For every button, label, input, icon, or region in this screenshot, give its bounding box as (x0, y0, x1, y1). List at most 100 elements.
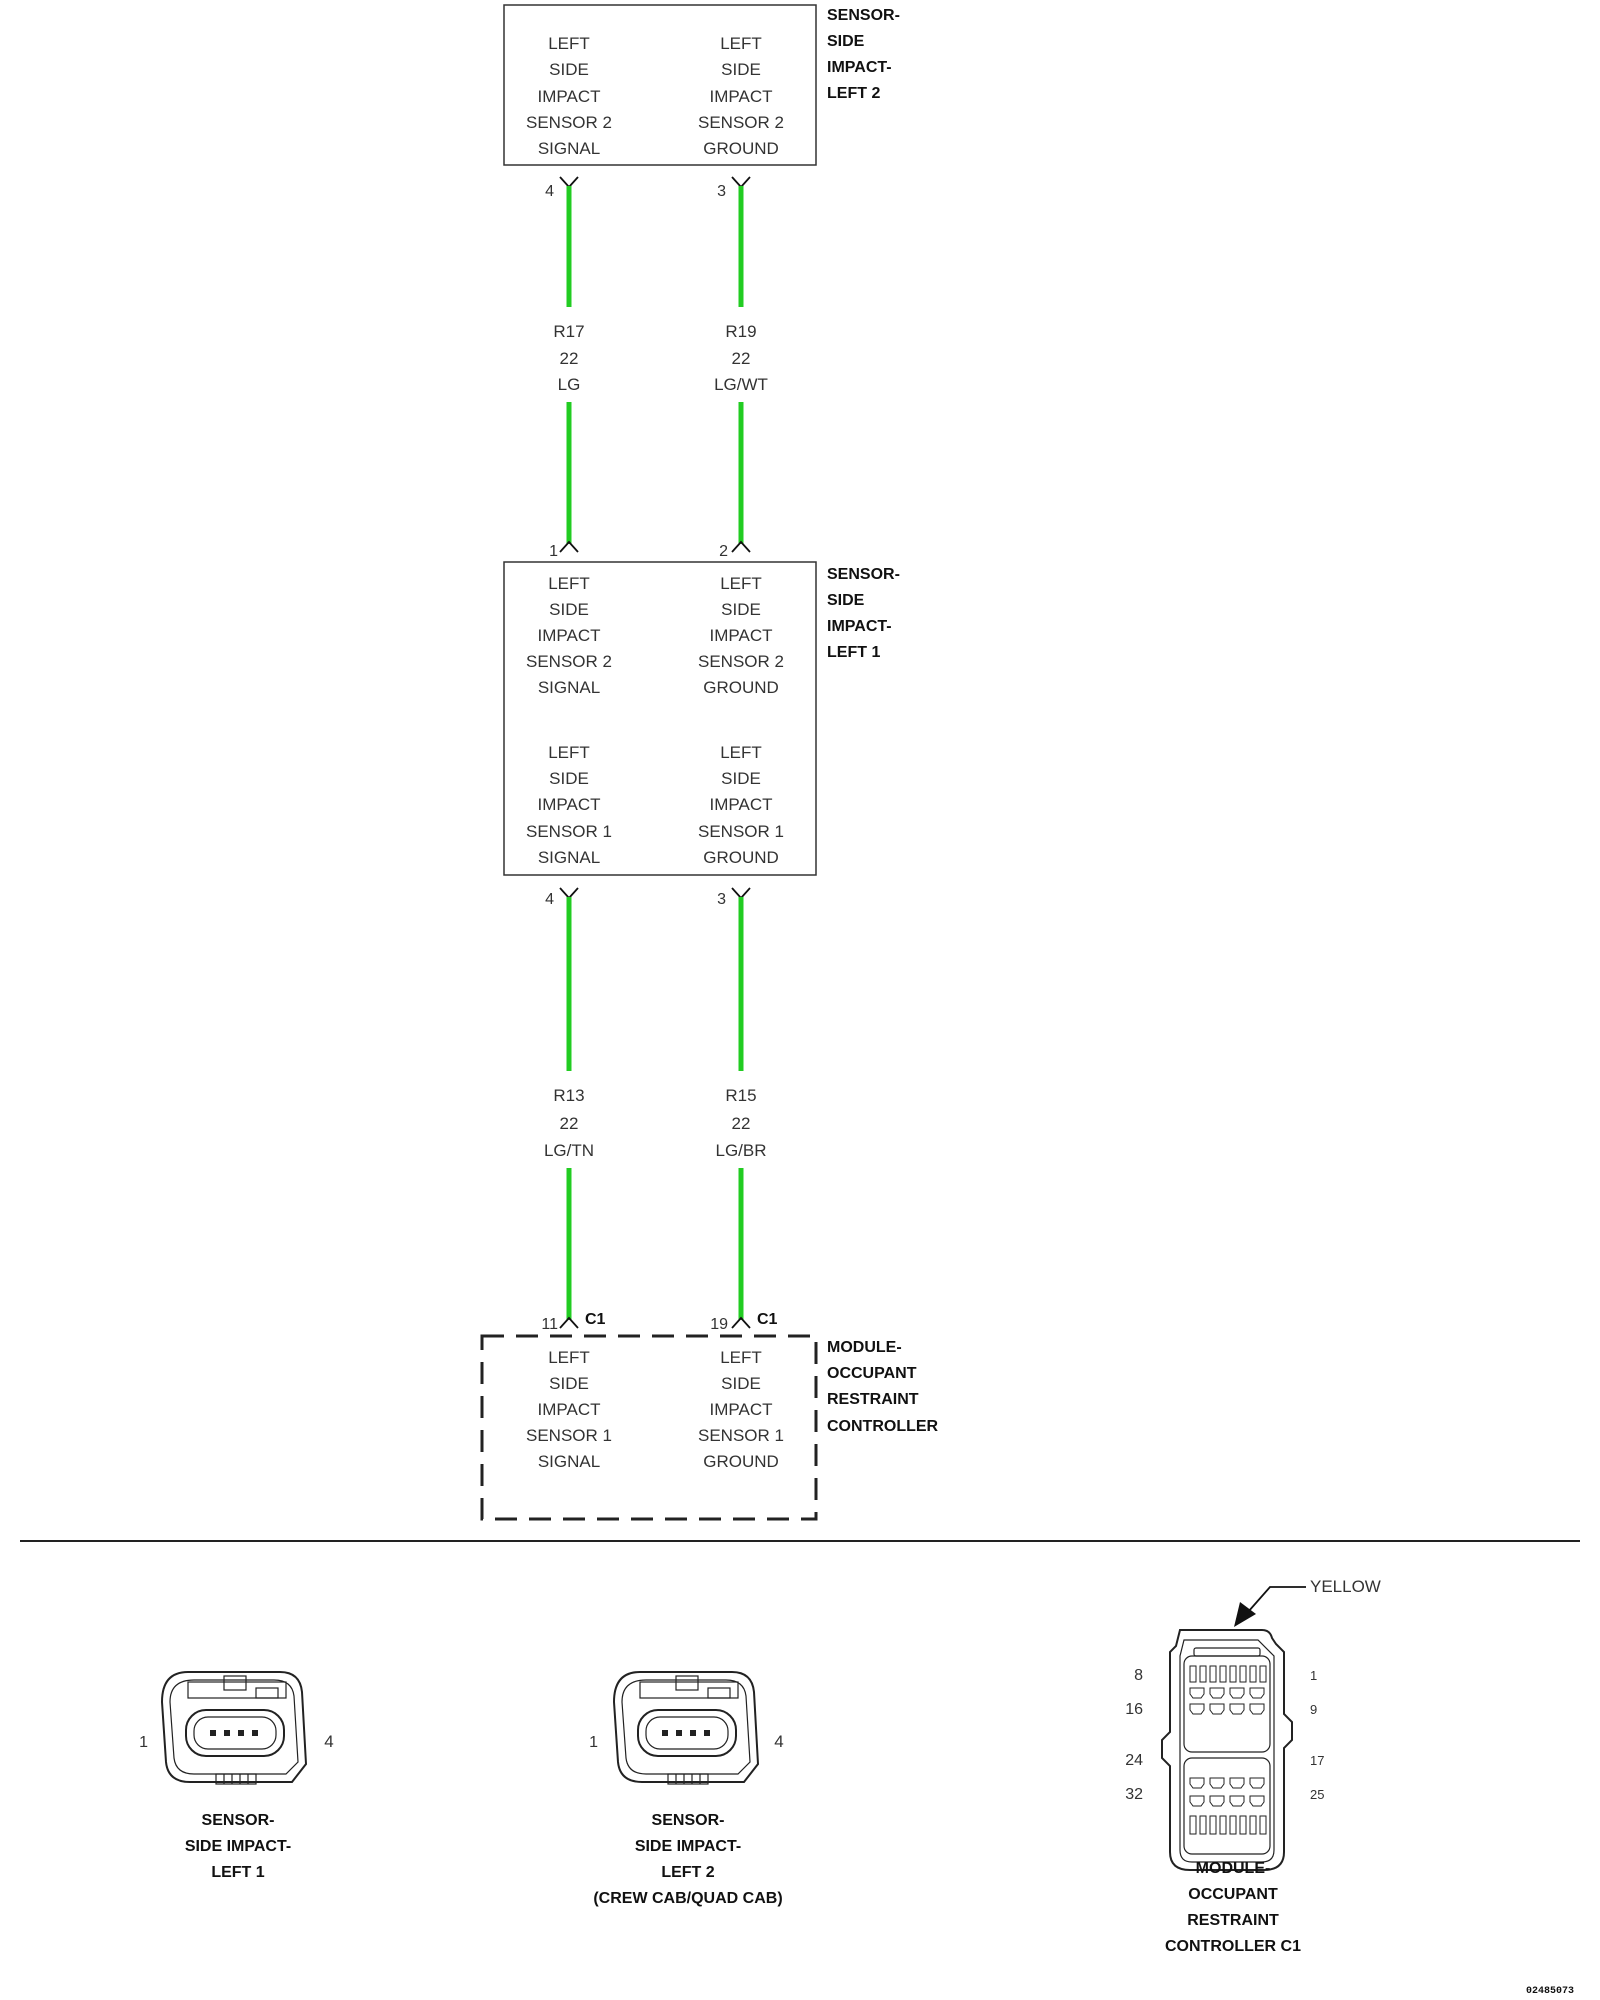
module-col1-line: SIGNAL (538, 1452, 600, 1471)
sensor-left2-box (503, 4, 817, 166)
sensor-left1-col1-line: SENSOR 2 (526, 652, 612, 671)
wire-gauge-label: 22 (560, 1114, 579, 1133)
pin-number: 25 (1310, 1787, 1324, 1802)
connector-caption-line: RESTRAINT (1187, 1912, 1279, 1929)
pin-number: 3 (717, 183, 726, 200)
sensor-left1-col2-line: GROUND (703, 848, 779, 867)
wire-gauge-label: 22 (732, 349, 751, 368)
sensor-left1-title-line: LEFT 1 (827, 644, 880, 661)
sensor-left2-title-line: SIDE (827, 33, 865, 50)
sensor-left2-col1-line: SIGNAL (538, 139, 600, 158)
pin-number: 4 (545, 183, 554, 200)
sensor-left1-col1-line: SIGNAL (538, 678, 600, 697)
connector-caption-line: CONTROLLER C1 (1165, 1938, 1301, 1955)
module-col2-line: LEFT (720, 1348, 762, 1367)
sensor-left2-col2-line: IMPACT (710, 87, 773, 106)
sensor-left1-col1-line: SENSOR 1 (526, 822, 612, 841)
connector-caption-line: SENSOR- (652, 1812, 725, 1829)
wire-color-label: LG/TN (544, 1141, 594, 1160)
pin-number: 4 (774, 1732, 783, 1751)
sensor-left1-col2-line: SIDE (721, 769, 761, 788)
connector-view-module-c1: YELLOW 8 16 24 32 1 9 17 25 MODU (1125, 1577, 1381, 1955)
wire-color-label: LG/BR (715, 1141, 766, 1160)
sensor-left1-col2-line: IMPACT (710, 795, 773, 814)
wire-circuit-label: R19 (725, 322, 756, 341)
connector-color-callout: YELLOW (1310, 1577, 1381, 1596)
wire-circuit-label: R17 (553, 322, 584, 341)
sensor-left1-col2-line: SENSOR 2 (698, 652, 784, 671)
pin-number: 8 (1134, 1667, 1143, 1684)
sensor-left2-block: LEFT SIDE IMPACT SENSOR 2 SIGNAL LEFT SI… (503, 4, 900, 200)
pin-number: 17 (1310, 1753, 1324, 1768)
sensor-left2-col1-line: LEFT (548, 34, 590, 53)
pin-number: 24 (1125, 1752, 1143, 1769)
sensor-left2-col2-line: GROUND (703, 139, 779, 158)
sensor-left1-box (503, 561, 817, 876)
male-terminal-mark (731, 1316, 751, 1329)
male-terminal-mark (559, 540, 579, 553)
wire-circuit-label: R15 (725, 1086, 756, 1105)
module-title-line: RESTRAINT (827, 1391, 919, 1408)
pin-number: 19 (710, 1316, 728, 1333)
sensor-left2-col2-line: SENSOR 2 (698, 113, 784, 132)
connector-caption-line: SIDE IMPACT- (635, 1838, 741, 1855)
module-col2-line: SIDE (721, 1374, 761, 1393)
pin-number: 2 (719, 543, 728, 560)
sensor-connector-face-icon (160, 1671, 308, 1785)
pin-number: 1 (589, 1734, 598, 1751)
wire-color-label: LG (558, 375, 581, 394)
sensor-left1-title-line: SENSOR- (827, 566, 900, 583)
wire-gauge-label: 22 (732, 1114, 751, 1133)
connector-id: C1 (757, 1311, 778, 1328)
module-col2-line: SENSOR 1 (698, 1426, 784, 1445)
module-title-line: CONTROLLER (827, 1418, 939, 1435)
connector-caption-line: SIDE IMPACT- (185, 1838, 291, 1855)
female-terminal-mark (559, 887, 579, 900)
pin-number: 16 (1125, 1701, 1143, 1718)
sensor-left2-col1-line: SIDE (549, 60, 589, 79)
module-col2-line: IMPACT (710, 1400, 773, 1419)
male-terminal-mark (731, 540, 751, 553)
sensor-left1-col1-line: SIDE (549, 600, 589, 619)
pin-number: 3 (717, 891, 726, 908)
pin-number: 32 (1125, 1786, 1143, 1803)
callout-leader-line (1247, 1586, 1306, 1613)
module-col1-line: SIDE (549, 1374, 589, 1393)
sensor-left1-col2-line: IMPACT (710, 626, 773, 645)
sensor-left2-title-line: LEFT 2 (827, 85, 880, 102)
module-connector-face-icon (1161, 1629, 1293, 1871)
female-terminal-mark (731, 887, 751, 900)
connector-id: C1 (585, 1311, 606, 1328)
sensor-left2-col2-line: LEFT (720, 34, 762, 53)
connector-caption-line: OCCUPANT (1188, 1886, 1278, 1903)
module-col2-line: GROUND (703, 1452, 779, 1471)
wire-gauge-label: 22 (560, 349, 579, 368)
sensor-left1-title-line: SIDE (827, 592, 865, 609)
sensor-left1-col1-line: LEFT (548, 574, 590, 593)
sensor-left1-col1-line: SIDE (549, 769, 589, 788)
sensor-left2-col1-line: IMPACT (538, 87, 601, 106)
sensor-left1-block: 1 2 LEFT SIDE IMPACT SENSOR 2 SIGNAL LEF… (503, 540, 900, 908)
connector-caption-line: (CREW CAB/QUAD CAB) (593, 1890, 782, 1907)
sensor-left1-col1-line: LEFT (548, 743, 590, 762)
sensor-connector-face-icon (612, 1671, 760, 1785)
pin-number: 1 (549, 543, 558, 560)
callout-arrow-icon (1234, 1602, 1256, 1627)
pin-number: 1 (139, 1734, 148, 1751)
female-terminal-mark (559, 176, 579, 189)
module-title-line: OCCUPANT (827, 1365, 917, 1382)
pin-number: 4 (324, 1732, 333, 1751)
male-terminal-mark (559, 1316, 579, 1329)
female-terminal-mark (731, 176, 751, 189)
module-col1-line: SENSOR 1 (526, 1426, 612, 1445)
connector-view-left2: 1 4 SENSOR- SIDE IMPACT- LEFT 2 (CREW CA… (589, 1671, 784, 1907)
sensor-left2-col2-line: SIDE (721, 60, 761, 79)
sensor-left2-title-line: IMPACT- (827, 59, 892, 76)
wire-color-label: LG/WT (714, 375, 768, 394)
sensor-left2-col1-line: SENSOR 2 (526, 113, 612, 132)
pin-number: 4 (545, 891, 554, 908)
connector-view-left1: 1 4 SENSOR- SIDE IMPACT- LEFT 1 (139, 1671, 334, 1881)
sensor-left1-col1-line: SIGNAL (538, 848, 600, 867)
connector-caption-line: SENSOR- (202, 1812, 275, 1829)
